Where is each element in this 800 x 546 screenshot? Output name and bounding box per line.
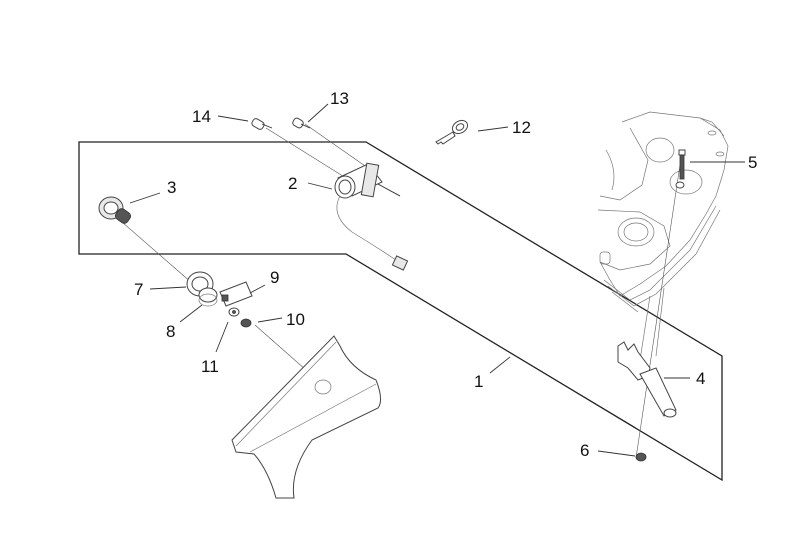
callout-9: 9: [270, 268, 279, 287]
cam-lever-9: [219, 281, 253, 307]
callout-6: 6: [580, 441, 589, 460]
screw-10: [240, 318, 252, 328]
nut-6: [635, 452, 647, 462]
callout-labels: 14 13 12 2 3 5 7 8 9 10 11 1 4 6: [134, 89, 757, 460]
callout-14: 14: [192, 107, 211, 126]
leader-lines: [129, 103, 745, 457]
actuator-2: [334, 162, 409, 271]
callout-11: 11: [201, 357, 219, 376]
callout-7: 7: [134, 280, 143, 299]
callout-12: 12: [512, 118, 531, 137]
callout-8: 8: [166, 322, 175, 341]
callout-13: 13: [330, 89, 349, 108]
callout-1: 1: [474, 372, 483, 391]
callout-5: 5: [748, 153, 757, 172]
callout-2: 2: [288, 174, 297, 193]
kit-frame: [78, 141, 723, 482]
cover-panel: [231, 335, 382, 499]
bolt-5: [675, 149, 686, 189]
callout-4: 4: [696, 369, 705, 388]
latch-hook-4: [617, 341, 677, 418]
callout-10: 10: [286, 310, 305, 329]
spacer-bush-8: [198, 287, 218, 307]
chassis-body: [597, 111, 729, 361]
lock-cylinder-3: [98, 196, 132, 224]
key-12: [435, 119, 469, 145]
screw-14: [251, 118, 273, 130]
washer-11: [228, 307, 240, 317]
callout-3: 3: [167, 178, 176, 197]
screw-13: [292, 117, 311, 129]
assembly-axes: [121, 123, 681, 459]
